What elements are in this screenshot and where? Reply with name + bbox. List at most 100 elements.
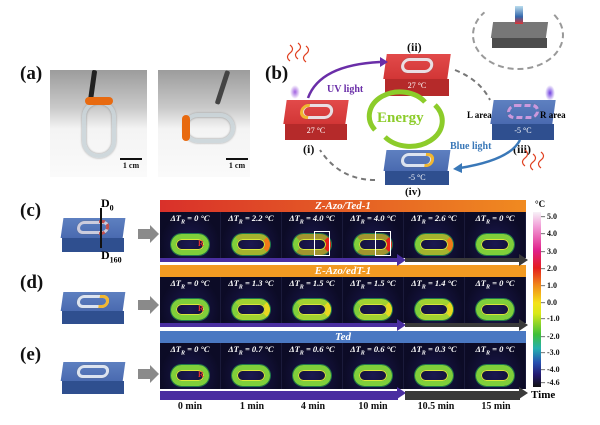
thermal-image: ΔTR = 0 °C R [160, 277, 221, 323]
delta-t-label: ΔTR = 1.4 °C [411, 278, 457, 291]
thermal-image: ΔTR = 1.4 °C [404, 277, 465, 323]
thermal-image: ΔTR = 0.6 °C [343, 343, 404, 389]
delta-t-label: ΔTR = 0 °C [475, 344, 515, 357]
thermal-image: ΔTR = 1.3 °C [221, 277, 282, 323]
colorbar-tick: – -4.0 [541, 365, 560, 374]
state-ii-label: (ii) [407, 40, 422, 54]
uv-lamp-glow [290, 85, 300, 99]
photo-vertical-ring: 1 cm [50, 70, 147, 177]
model-e-block [60, 362, 126, 394]
thermal-image: ΔTR = 1.5 °C [282, 277, 343, 323]
thermal-image: ΔTR = 0.7 °C [221, 343, 282, 389]
colorbar-unit: °C [535, 199, 546, 209]
panel-label-e: (e) [20, 344, 42, 365]
delta-t-label: ΔTR = 1.5 °C [289, 278, 335, 291]
dashed-arrow-iv-i [319, 149, 376, 181]
ring-thermal [232, 365, 270, 386]
azo-segment [85, 97, 113, 105]
delta-t-label: ΔTR = 0.7 °C [228, 344, 274, 357]
colorbar-tick: – -1.0 [541, 314, 560, 323]
colorbar-tick: – 1.0 [541, 281, 557, 290]
scale-bar: 1 cm [226, 158, 248, 170]
delta-t-label: ΔTR = 0.3 °C [411, 344, 457, 357]
thermal-image: ΔTR = 0.3 °C [404, 343, 465, 389]
delta-t-label: ΔTR = 0 °C [170, 213, 210, 226]
energy-label: Energy [377, 110, 424, 126]
delta-t-label: ΔTR = 0.6 °C [289, 344, 335, 357]
delta-t-label: ΔTR = 1.5 °C [350, 278, 396, 291]
energy-cycle-arrow [366, 89, 427, 132]
row-title: Ted [160, 331, 526, 343]
uv-time-arrow-e [160, 387, 406, 400]
row-title: Z-Azo/Ted-1 [160, 200, 526, 212]
hydrogel-ring [183, 113, 235, 143]
hotspot [354, 299, 392, 320]
time-label: 15 min [481, 401, 511, 412]
r-marker: R [198, 239, 204, 248]
panel-label-c: (c) [20, 200, 42, 221]
temperature-colorbar [533, 212, 541, 387]
hotspot [354, 234, 392, 255]
hotspot [232, 299, 270, 320]
delta-t-label: ΔTR = 2.6 °C [411, 213, 457, 226]
colorbar-tick: – -3.0 [541, 348, 560, 357]
energy-cycle-arrow [383, 103, 445, 149]
roi-box [314, 231, 330, 256]
thermal-image: ΔTR = 0 °C [465, 212, 526, 258]
delta-t-label: ΔTR = 2.2 °C [228, 213, 274, 226]
delta-t-label: ΔTR = 0 °C [475, 213, 515, 226]
roi-box [375, 231, 391, 256]
inset-circle [472, 0, 564, 70]
colorbar-tick: – 2.0 [541, 264, 557, 273]
delta-t-label: ΔTR = 4.0 °C [289, 213, 335, 226]
uv-arrow [306, 60, 381, 99]
thermal-image: ΔTR = 0 °C [465, 277, 526, 323]
dark-time-arrow-e [405, 387, 528, 400]
r-marker: R [198, 304, 204, 313]
r-area-label: R area [540, 110, 566, 120]
delta-t-label: ΔTR = 4.0 °C [350, 213, 396, 226]
tweezer [214, 70, 231, 105]
thermal-image: ΔTR = 0.6 °C [282, 343, 343, 389]
time-label: 0 min [177, 401, 203, 412]
blue-light-label: Blue light [450, 141, 492, 152]
time-label: 10 min [358, 401, 388, 412]
panel-label-a: (a) [20, 63, 43, 84]
thermal-image: ΔTR = 4.0 °C [343, 212, 404, 258]
state-iv-block: -5 °C [383, 150, 451, 185]
thermal-image-strip: ΔTR = 0 °C R ΔTR = 1.3 °C ΔTR = 1.5 °C ΔTR =… [160, 277, 526, 323]
colorbar-tick: – 3.0 [541, 247, 557, 256]
ring-thermal [171, 234, 209, 255]
dark-time-arrow-d [405, 319, 528, 331]
inset-block [490, 22, 549, 48]
ring-thermal [415, 365, 453, 386]
thermal-image-strip: ΔTR = 0 °C R ΔTR = 2.2 °C ΔTR = 4.0 °C ΔTR =… [160, 212, 526, 258]
delta-t-label: ΔTR = 0 °C [170, 278, 210, 291]
inset-probe [515, 6, 523, 24]
delta-t-label: ΔTR = 0 °C [170, 344, 210, 357]
thermal-image: ΔTR = 2.6 °C [404, 212, 465, 258]
gray-arrow-e [138, 365, 159, 383]
state-iii-block: -5 °C [490, 100, 556, 140]
colorbar-tick: – 0.0 [541, 298, 557, 307]
thermal-image: ΔTR = 1.5 °C [343, 277, 404, 323]
dashed-arrow-ii-iii [454, 69, 491, 101]
thermal-image-strip: ΔTR = 0 °C R ΔTR = 0.7 °C ΔTR = 0.6 °C ΔTR =… [160, 343, 526, 389]
time-label: 10.5 min [417, 401, 455, 412]
r-marker: R [198, 370, 204, 379]
hotspot [232, 234, 270, 255]
ring-thermal [476, 299, 514, 320]
l-area-label: L area [467, 110, 492, 120]
colorbar-tick: – -2.0 [541, 332, 560, 341]
delta-t-label: ΔTR = 0.6 °C [350, 344, 396, 357]
colorbar-tick: – 5.0 [541, 212, 557, 221]
blue-light-arrow [459, 139, 522, 170]
gray-arrow-c [138, 225, 159, 243]
d0-label: D0 [101, 196, 114, 213]
hotspot [415, 299, 453, 320]
measurement-line [100, 208, 102, 248]
hotspot [415, 234, 453, 255]
ring-thermal [354, 365, 392, 386]
hydrogel-ring [82, 100, 116, 158]
ring-thermal [476, 234, 514, 255]
